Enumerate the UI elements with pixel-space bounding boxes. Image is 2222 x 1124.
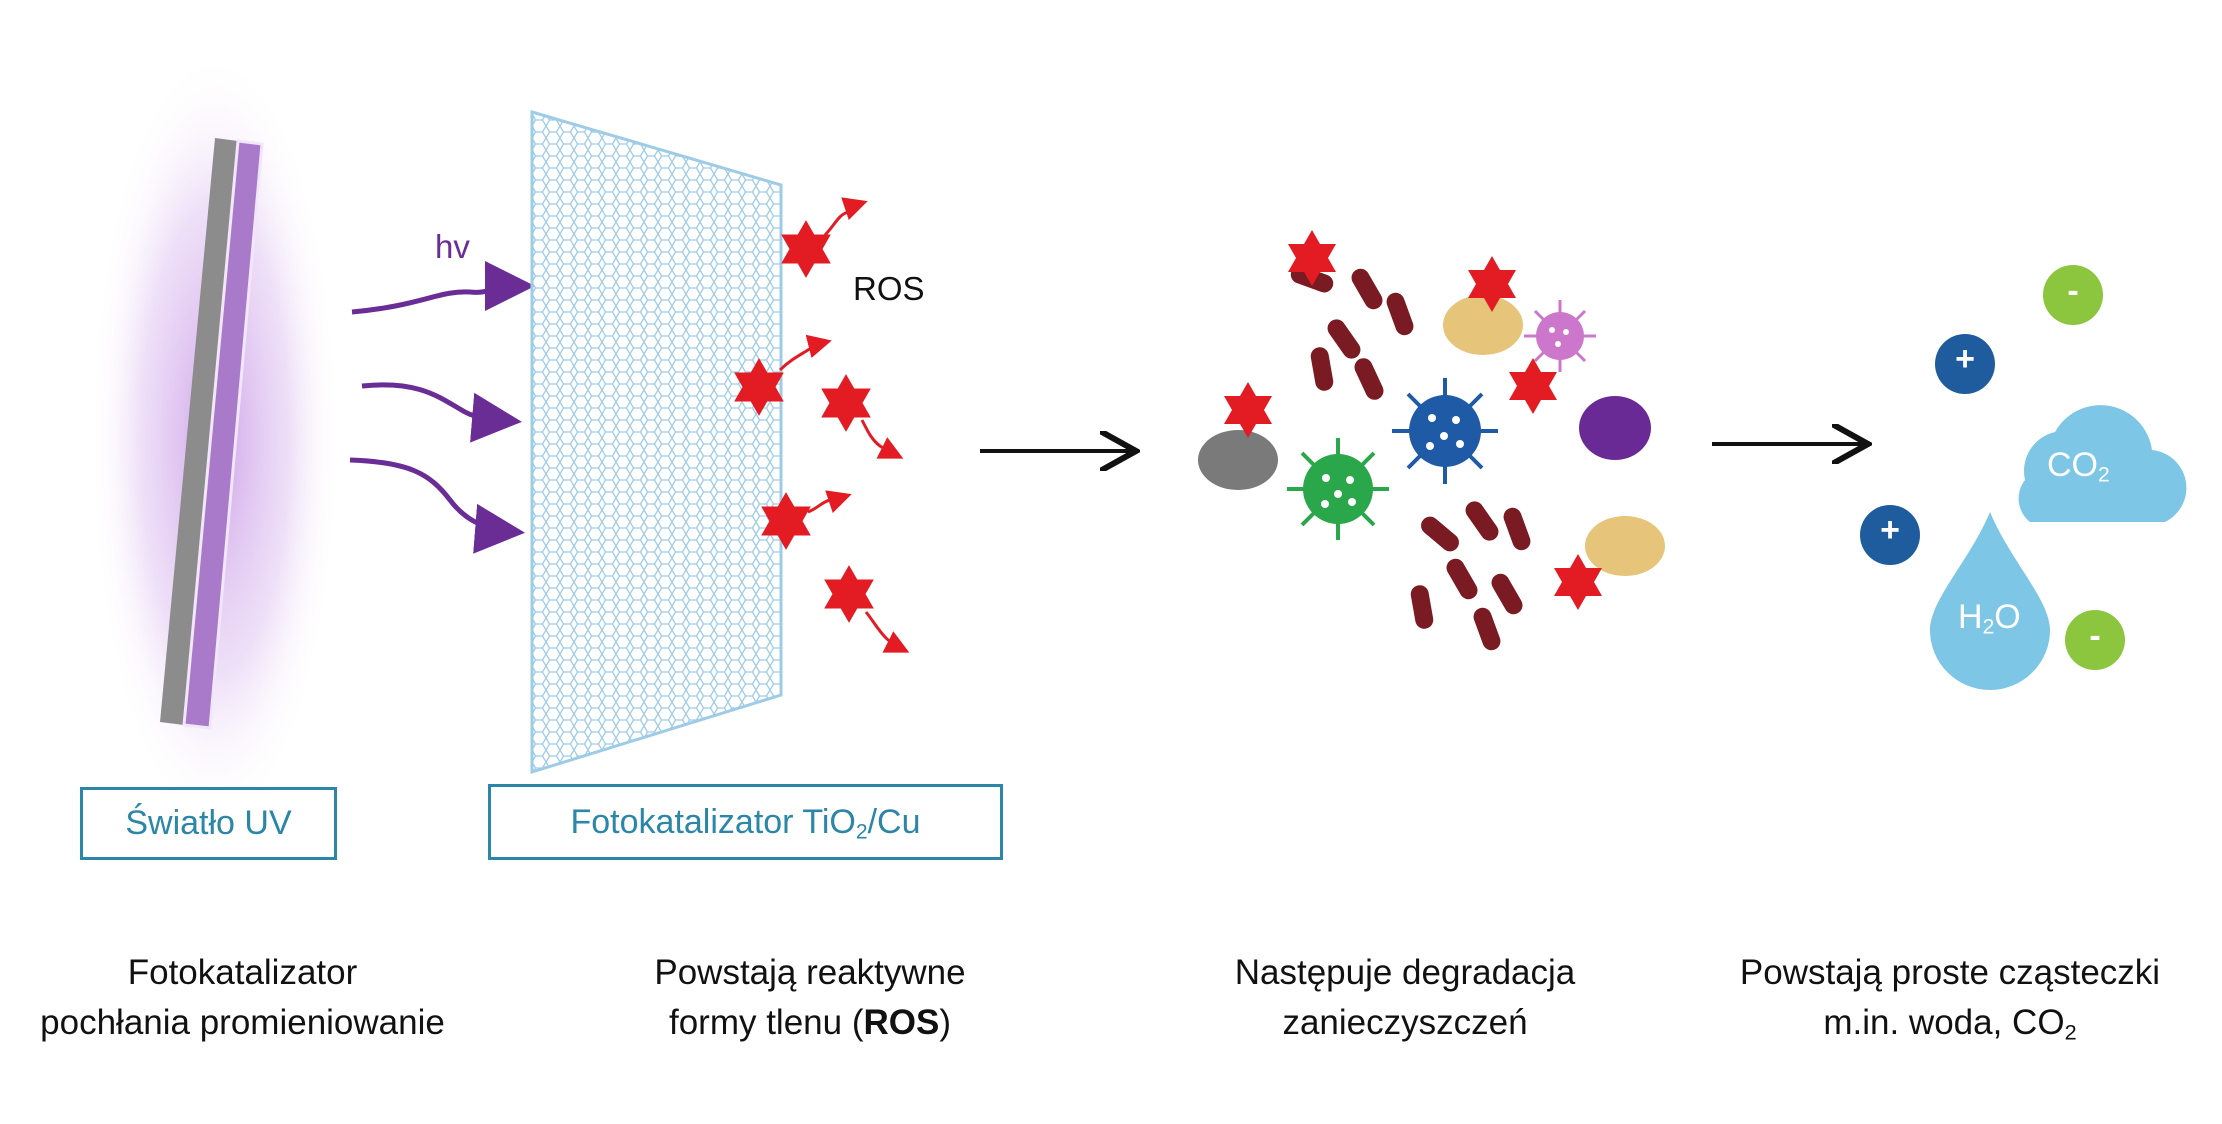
ion-icon [1935, 334, 1995, 394]
virus-icon [1392, 378, 1498, 484]
caption-line: m.in. woda, CO2 [1823, 1003, 2077, 1045]
ros-squiggles [778, 197, 910, 653]
caption-line: Powstają proste cząsteczki [1739, 953, 2161, 992]
virus-icon [1287, 438, 1389, 540]
caption-step4: Powstają proste cząsteczki m.in. woda, C… [1690, 948, 2210, 1048]
photon-arrow [361, 382, 522, 443]
caption-step3: Następuje degradacja zanieczyszczeń [1195, 948, 1615, 1048]
particle-blob [1579, 396, 1651, 460]
uv-lamp-icon [90, 50, 340, 830]
photocatalyst-label: Fotokatalizator TiO2/Cu [570, 802, 921, 843]
ros-star-icon [1509, 358, 1557, 414]
mesh-icon [530, 109, 783, 775]
caption-line: formy tlenu (ROS) [668, 1003, 951, 1042]
particle-blob [1443, 295, 1523, 355]
lamp-tube [182, 139, 264, 730]
minus-sign: - [2089, 617, 2101, 655]
photon-arrows [349, 261, 535, 554]
co2-cloud-label: CO2 [2047, 446, 2110, 487]
photon-arrow [349, 457, 525, 554]
caption-line: Powstają reaktywne [654, 953, 966, 992]
minus-sign: - [2067, 272, 2079, 310]
plus-sign: + [1955, 340, 1975, 378]
caption-line: Fotokatalizator [127, 953, 358, 992]
ion-icon [2065, 610, 2125, 670]
virus-icon [1524, 300, 1596, 372]
ion-icon [1860, 505, 1920, 565]
ros-star-icon [1224, 382, 1272, 438]
ion-icon [2043, 265, 2103, 325]
caption-line: pochłania promieniowanie [40, 1003, 445, 1042]
lamp-side [160, 138, 238, 725]
uv-light-label: Światło UV [125, 804, 292, 842]
photon-arrow [351, 261, 535, 315]
products [1860, 265, 2187, 690]
h2o-drop-label: H2O [1958, 598, 2021, 639]
ros-star-icon [781, 220, 831, 278]
particle-blob [1198, 430, 1278, 490]
contaminants [1198, 230, 1665, 651]
caption-line: zanieczyszczeń [1282, 1003, 1528, 1042]
cloud-icon [2018, 405, 2187, 522]
uv-light-box: Światło UV [80, 787, 337, 860]
particle-blob [1585, 516, 1665, 576]
caption-line: Następuje degradacja [1234, 953, 1576, 992]
ros-label: ROS [853, 270, 925, 307]
caption-step2: Powstają reaktywne formy tlenu (ROS) [600, 948, 1020, 1048]
caption-step1: Fotokatalizator pochłania promieniowanie [10, 948, 475, 1048]
water-drop-icon [1930, 512, 2050, 690]
bacteria-icon [1290, 265, 1531, 651]
hv-label: hv [435, 228, 470, 265]
photocatalyst-box: Fotokatalizator TiO2/Cu [488, 784, 1003, 860]
plus-sign: + [1880, 511, 1900, 549]
